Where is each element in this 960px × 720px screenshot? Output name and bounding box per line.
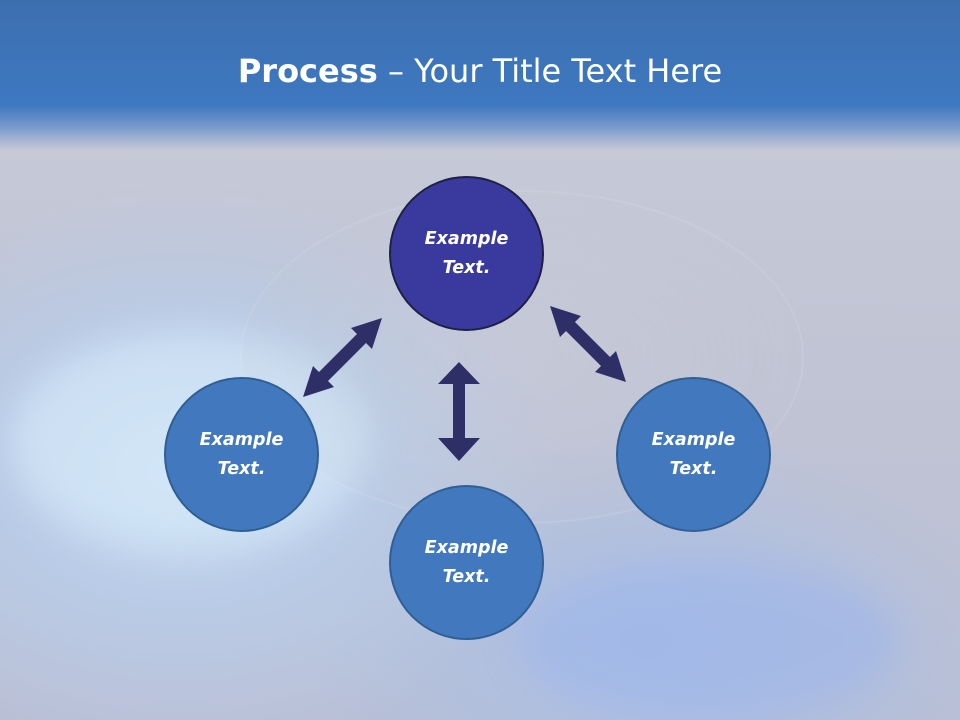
flame-glow-bottom [520,560,900,720]
page-title: Process – Your Title Text Here [0,52,960,90]
arrow-top-right-icon [550,306,626,382]
node-right-line1: Example [651,429,736,450]
arrow-top-left-icon [303,318,382,397]
node-bottom-line2: Text. [442,566,491,587]
node-top-line2: Text. [442,257,491,278]
arrow-vertical-icon [438,362,480,461]
node-top-line1: Example [424,228,509,249]
title-rest: – Your Title Text Here [377,52,723,90]
title-bar [0,0,960,150]
node-right-line2: Text. [669,458,718,479]
node-bottom-line1: Example [424,537,509,558]
title-bold: Process [237,52,378,90]
node-left-line1: Example [199,429,284,450]
node-left-line2: Text. [217,458,266,479]
